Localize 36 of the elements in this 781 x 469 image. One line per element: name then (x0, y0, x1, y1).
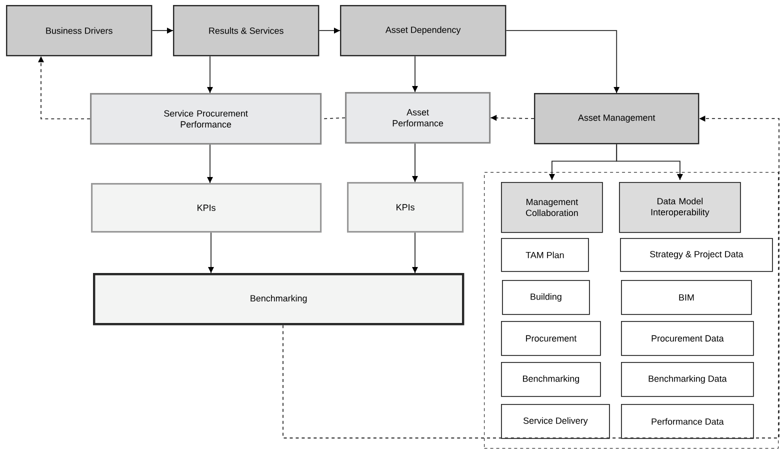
item-box: Service Delivery (501, 404, 610, 439)
dashed-container (484, 172, 779, 449)
item-box: Strategy & Project Data (620, 238, 773, 272)
arrow (282, 116, 780, 438)
item-box: Procurement Data (621, 321, 754, 356)
process-box: Asset Dependency (340, 5, 506, 56)
arrow (152, 28, 174, 34)
arrow (616, 144, 683, 180)
arrow (318, 28, 340, 34)
process-box: Benchmarking (93, 272, 464, 326)
arrow (38, 56, 90, 120)
process-box: Asset Performance (345, 92, 491, 144)
item-box: Benchmarking (501, 362, 601, 397)
arrow (412, 143, 418, 182)
item-box: Benchmarking Data (621, 362, 754, 397)
item-box: BIM (621, 280, 752, 315)
process-box: KPIs (91, 183, 322, 233)
process-box: Data Model Interoperability (619, 182, 741, 233)
process-box: Management Collaboration (501, 182, 603, 233)
process-box: Results & Services (173, 5, 320, 56)
item-box: Building (502, 280, 590, 315)
process-box: Asset Management (534, 93, 700, 144)
item-box: Procurement (501, 321, 601, 356)
process-box: KPIs (347, 182, 464, 233)
connector (321, 117, 346, 120)
arrow (208, 232, 214, 274)
process-box: Business Drivers (6, 5, 152, 56)
arrow (412, 56, 418, 92)
process-box: Service Procurement Performance (90, 93, 322, 145)
arrow (412, 232, 418, 274)
arrow (506, 30, 620, 94)
arrow (490, 114, 534, 121)
item-box: TAM Plan (501, 238, 589, 272)
arrow (207, 56, 213, 94)
item-box: Performance Data (621, 404, 754, 439)
arrow (207, 144, 213, 184)
